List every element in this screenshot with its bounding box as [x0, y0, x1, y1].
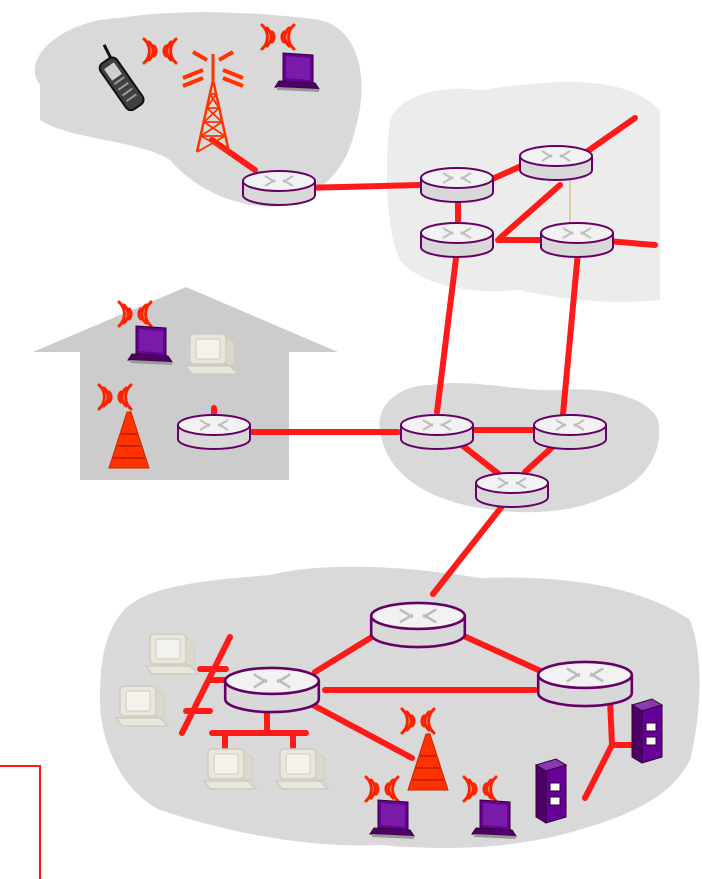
home-network-house	[33, 287, 338, 480]
router-icon	[420, 167, 494, 203]
router-icon	[540, 222, 614, 258]
router-icon	[242, 170, 316, 206]
desktop-pc-icon	[275, 748, 329, 790]
server-icon	[535, 758, 567, 824]
router-icon	[475, 472, 549, 508]
desktop-pc-icon	[145, 633, 199, 675]
router-icon	[420, 222, 494, 258]
router-icon	[369, 601, 467, 649]
router-icon	[223, 666, 321, 714]
router-icon	[533, 414, 607, 450]
desktop-pc-icon	[185, 333, 239, 375]
desktop-pc-icon	[115, 685, 169, 727]
desktop-pc-icon	[203, 748, 257, 790]
router-icon	[400, 414, 474, 450]
server-icon	[631, 698, 663, 764]
cellphone-icon	[98, 44, 145, 112]
router-icon	[536, 660, 634, 708]
router-icon	[519, 145, 593, 181]
radio-tower-icon	[182, 50, 244, 153]
frame-fragment	[0, 765, 41, 879]
router-icon	[177, 414, 251, 450]
